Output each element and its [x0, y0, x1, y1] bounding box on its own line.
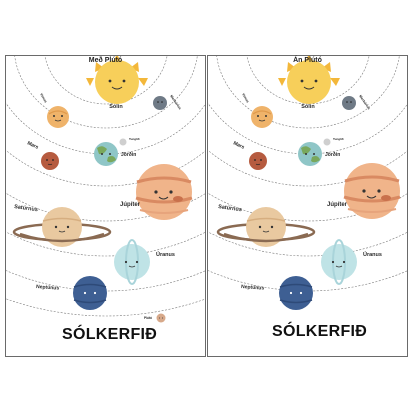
page-title-left: SÓLKERFIÐ: [62, 326, 158, 343]
saturn-icon: [216, 207, 316, 247]
saturn-icon: [12, 207, 112, 247]
earth-label: Jörðin: [325, 151, 340, 158]
panel-without-pluto: Sólin Merkúríus Venus: [207, 55, 408, 357]
earth-label: Jörðin: [121, 151, 136, 158]
earth-icon: [94, 142, 118, 166]
venus-label: Venus: [39, 93, 48, 104]
moon-icon: [119, 138, 127, 146]
pluto-label: Plútó: [144, 316, 152, 320]
mars-icon: [249, 152, 267, 170]
neptune-label: Neptúnus: [36, 284, 60, 292]
mercury-label: Merkúríus: [358, 94, 371, 110]
solar-system-with-pluto: Sólin Merkúríus Venus: [6, 56, 205, 323]
saturn-label: Satúrnus: [218, 204, 242, 213]
moon-icon: [323, 138, 331, 146]
panel-header-with-pluto: Með Plútó: [88, 57, 123, 64]
mars-label: Mars: [232, 140, 245, 150]
uranus-icon: [321, 239, 357, 285]
mercury-label: Merkúríus: [169, 94, 182, 110]
jupiter-icon: [135, 164, 193, 220]
saturn-label: Satúrnus: [14, 204, 38, 213]
page-title-right: SÓLKERFIÐ: [272, 323, 368, 340]
earth-icon: [298, 142, 322, 166]
solar-system-without-pluto: Sólin Merkúríus Venus: [208, 56, 407, 310]
uranus-label: Úranus: [363, 251, 382, 258]
moon-label: Tunglið: [333, 136, 344, 141]
jupiter-icon: [343, 163, 401, 219]
pluto-icon: [156, 313, 166, 323]
venus-icon: [47, 106, 69, 128]
sun-icon: [86, 56, 148, 104]
mercury-icon: [342, 96, 356, 110]
mars-label: Mars: [26, 140, 39, 150]
neptune-icon: [279, 276, 313, 310]
uranus-icon: [114, 239, 150, 285]
neptune-label: Neptúnus: [241, 284, 265, 292]
panel-with-pluto: Sólin Merkúríus Venus: [5, 55, 206, 357]
moon-label: Tunglið: [129, 136, 140, 141]
sun-icon: [278, 56, 340, 104]
uranus-label: Úranus: [156, 251, 175, 258]
jupiter-label: Júpíter: [327, 202, 348, 208]
neptune-icon: [73, 276, 107, 310]
venus-label: Venus: [241, 93, 250, 104]
sun-label: Sólin: [301, 104, 315, 110]
jupiter-label: Júpíter: [120, 202, 141, 208]
mars-icon: [41, 152, 59, 170]
sun-label: Sólin: [109, 104, 123, 110]
panel-header-without-pluto: Án Plútó: [293, 57, 322, 64]
venus-icon: [251, 106, 273, 128]
mercury-icon: [153, 96, 167, 110]
